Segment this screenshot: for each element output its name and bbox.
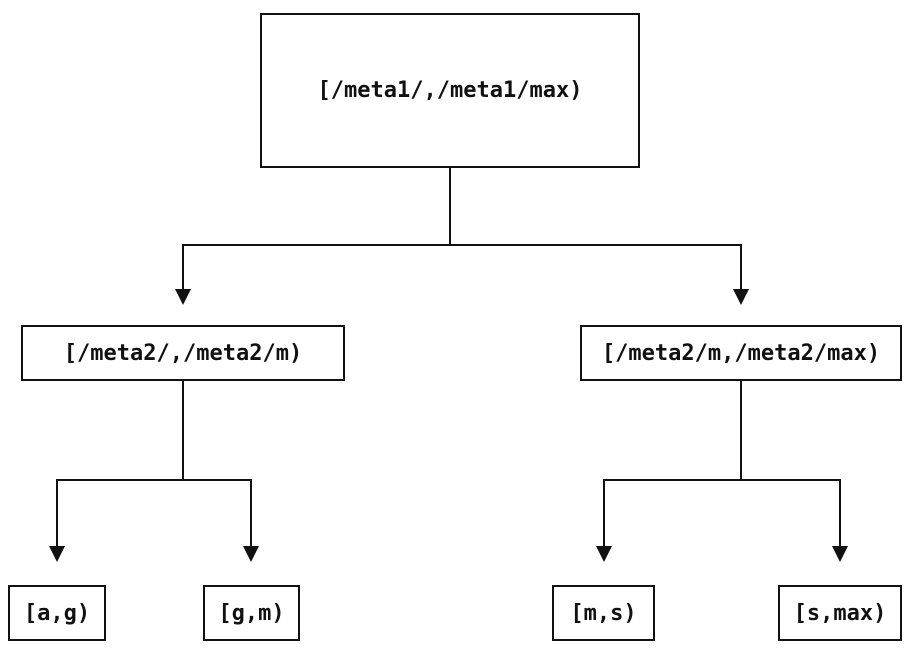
tree-leaf-s-max: [s,max) [778, 585, 902, 641]
tree-leaf-m-s: [m,s) [552, 585, 655, 641]
node-label: [m,s) [570, 600, 637, 626]
arrow-down-icon [596, 546, 612, 562]
arrow-down-icon [243, 546, 259, 562]
tree-node-meta2-lower: [/meta2/,/meta2/m) [21, 325, 345, 381]
tree-leaf-g-m: [g,m) [203, 585, 300, 641]
tree-leaf-a-g: [a,g) [8, 585, 106, 641]
node-label: [s,max) [793, 600, 887, 626]
arrow-down-icon [832, 546, 848, 562]
node-label: [a,g) [23, 600, 91, 626]
node-label: [g,m) [218, 600, 285, 626]
node-label: [/meta2/,/meta2/m) [63, 340, 303, 366]
node-label: [/meta2/m,/meta2/max) [601, 340, 881, 366]
arrow-down-icon [175, 289, 191, 305]
arrow-down-icon [733, 289, 749, 305]
node-label: [/meta1/,/meta1/max) [317, 78, 583, 103]
tree-node-meta2-upper: [/meta2/m,/meta2/max) [580, 325, 902, 381]
tree-node-root: [/meta1/,/meta1/max) [260, 13, 640, 168]
arrow-down-icon [49, 546, 65, 562]
